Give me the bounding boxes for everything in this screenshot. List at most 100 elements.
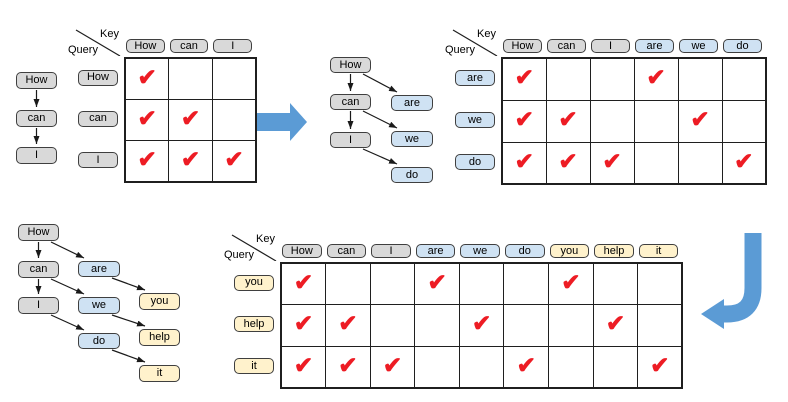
matrix-step3-cell-it-you xyxy=(548,345,594,389)
matrix-step1-cell-i-i: ✔ xyxy=(211,140,257,183)
matrix-step3-cell-help-can: ✔ xyxy=(325,304,371,347)
check-icon: ✔ xyxy=(137,104,157,131)
axis-diagonal-line xyxy=(452,29,498,56)
matrix-step2-cell-do-how: ✔ xyxy=(501,141,547,185)
graph-step3-token-we: we xyxy=(78,297,120,314)
matrix-step3-cell-you-do xyxy=(503,262,550,306)
matrix-step3-cell-help-how: ✔ xyxy=(280,304,327,347)
check-icon: ✔ xyxy=(180,145,201,172)
matrix-step3-cell-you-it xyxy=(637,262,683,306)
check-icon: ✔ xyxy=(516,351,536,378)
matrix-step3-cell-it-it: ✔ xyxy=(637,345,683,389)
check-icon: ✔ xyxy=(605,310,626,337)
matrix-step3-cell-it-can: ✔ xyxy=(325,345,371,389)
check-icon: ✔ xyxy=(427,269,447,296)
matrix-step3-cell-help-it xyxy=(637,304,683,347)
matrix-step3-col-token-help: help xyxy=(594,244,634,258)
step-arrow-right-icon xyxy=(257,103,307,141)
matrix-step1-cell-can-can: ✔ xyxy=(168,98,213,142)
matrix-step3-cell-you-help xyxy=(592,262,639,306)
edge-are-to-you xyxy=(111,277,146,291)
matrix-step2-col-token-can: can xyxy=(547,39,586,53)
graph-step3-token-it: it xyxy=(139,365,180,382)
edge-how-to-are xyxy=(50,241,85,259)
graph-step2-token-do: do xyxy=(391,167,433,183)
matrix-step3-col-token-do: do xyxy=(505,244,545,258)
matrix-step2-row-token-do: do xyxy=(455,154,495,170)
matrix-step1-row-token-i: I xyxy=(78,152,118,169)
graph-step2-token-how: How xyxy=(330,57,371,73)
graph-step3-token-i: I xyxy=(18,297,59,314)
matrix-step3-cell-you-i xyxy=(369,262,416,306)
edge-can-to-we xyxy=(50,278,85,295)
matrix-step1-cell-how-i xyxy=(211,57,257,100)
matrix-step3-cell-help-help: ✔ xyxy=(592,304,639,347)
matrix-step1-row-token-how: How xyxy=(78,69,118,86)
matrix-step3-cell-it-help xyxy=(592,345,639,389)
check-icon: ✔ xyxy=(224,145,244,172)
matrix-step3-cell-help-do xyxy=(503,304,550,347)
graph-step3-token-are: are xyxy=(78,261,120,277)
check-icon: ✔ xyxy=(646,64,666,91)
graph-step3-token-can: can xyxy=(18,261,59,278)
check-icon: ✔ xyxy=(514,106,534,132)
matrix-step1-cell-i-can: ✔ xyxy=(168,140,213,183)
key-axis-label: Key xyxy=(256,233,275,245)
graph-step1-token-can: can xyxy=(16,110,57,127)
check-icon: ✔ xyxy=(472,310,492,337)
edge-i-to-do xyxy=(362,148,398,165)
graph-step1-token-how: How xyxy=(16,72,57,89)
graph-step1-token-i: I xyxy=(16,147,57,164)
matrix-step2-cell-we-how: ✔ xyxy=(501,99,547,143)
check-icon: ✔ xyxy=(514,147,534,174)
check-icon: ✔ xyxy=(650,351,670,378)
graph-step3-token-do: do xyxy=(78,333,120,349)
matrix-step3-cell-help-are xyxy=(414,304,460,347)
matrix-step2-cell-we-are xyxy=(633,99,679,143)
graph-step3-token-help: help xyxy=(139,329,180,346)
matrix-step2-cell-are-can xyxy=(545,57,591,101)
matrix-step3-grid: ✔✔✔✔✔✔✔✔✔✔✔✔ xyxy=(280,262,684,389)
matrix-step1-cell-how-how: ✔ xyxy=(124,57,170,100)
check-icon: ✔ xyxy=(690,106,710,132)
edge-do-to-it xyxy=(111,349,146,363)
check-icon: ✔ xyxy=(734,147,754,174)
matrix-step1-col-token-can: can xyxy=(169,39,209,53)
matrix-step3-col-token-we: we xyxy=(460,244,500,258)
check-icon: ✔ xyxy=(558,106,578,132)
query-axis-label: Query xyxy=(224,249,254,261)
matrix-step2-col-token-how: How xyxy=(503,39,542,53)
matrix-step2-cell-are-we xyxy=(677,57,723,101)
check-icon: ✔ xyxy=(137,63,157,90)
matrix-step3-col-token-i: I xyxy=(371,244,411,258)
matrix-step3-col-token-how: How xyxy=(282,244,322,258)
matrix-step2-cell-are-i xyxy=(589,57,635,101)
matrix-step2-row-token-are: are xyxy=(455,70,495,86)
matrix-step2-cell-we-we: ✔ xyxy=(677,99,723,143)
check-icon: ✔ xyxy=(293,269,314,296)
matrix-step3-cell-help-we: ✔ xyxy=(458,304,505,347)
matrix-step3-col-token-you: you xyxy=(549,244,590,258)
matrix-step3-cell-you-can xyxy=(325,262,371,306)
matrix-step1-col-token-i: I xyxy=(213,39,253,53)
matrix-step2-col-token-i: I xyxy=(591,39,630,53)
edge-can-to-we xyxy=(362,110,398,129)
matrix-step2-cell-are-are: ✔ xyxy=(633,57,679,101)
matrix-step2-row-token-we: we xyxy=(455,112,495,128)
matrix-step3-cell-you-how: ✔ xyxy=(280,262,327,306)
edge-how-to-are xyxy=(362,73,398,93)
edge-i-to-do xyxy=(50,314,85,331)
check-icon: ✔ xyxy=(338,310,358,337)
matrix-step3-cell-it-do: ✔ xyxy=(503,345,550,389)
check-icon: ✔ xyxy=(293,351,314,378)
matrix-step3-col-token-are: are xyxy=(415,244,456,258)
axis-diagonal-line xyxy=(231,234,277,261)
matrix-step2-cell-we-can: ✔ xyxy=(545,99,591,143)
matrix-step2-cell-we-do xyxy=(721,99,767,143)
graph-step2-token-i: I xyxy=(330,132,371,148)
check-icon: ✔ xyxy=(338,351,358,378)
graph-step2-token-can: can xyxy=(330,94,371,110)
